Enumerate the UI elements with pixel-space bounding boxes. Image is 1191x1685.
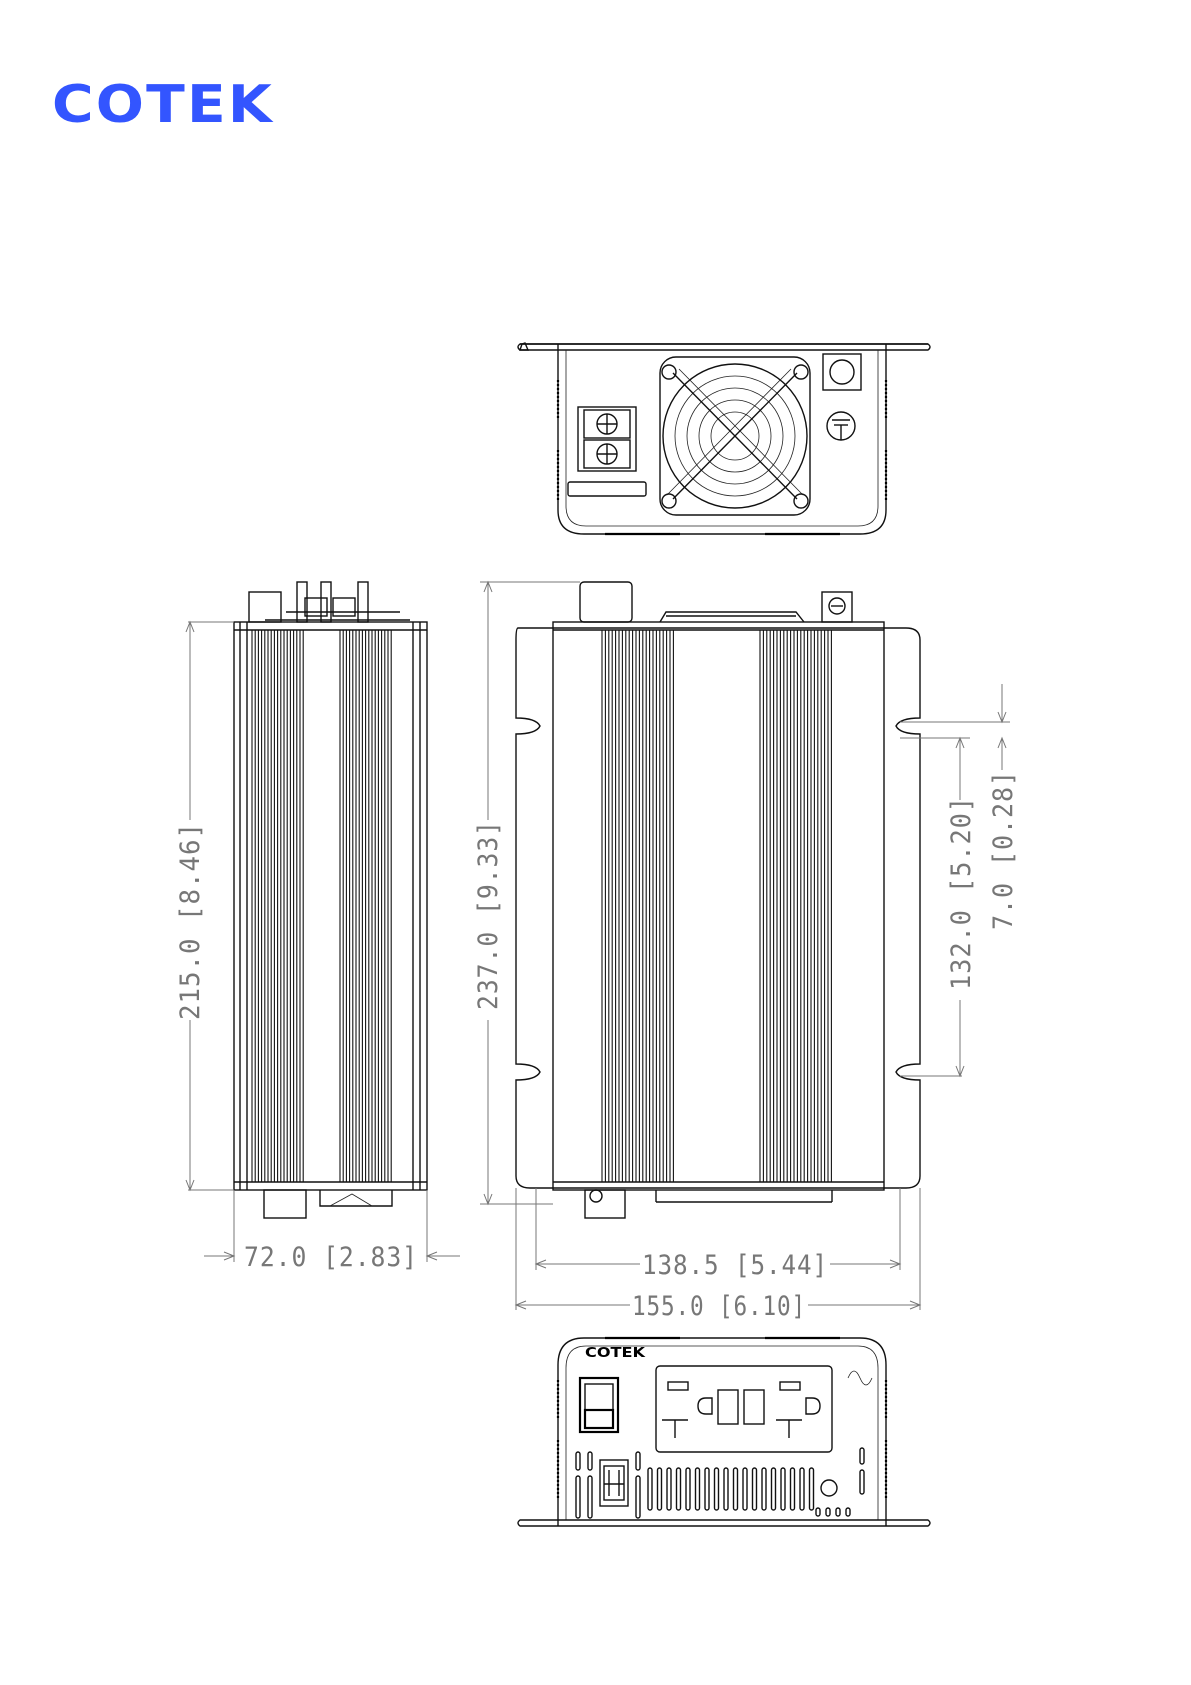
side-view [234,582,427,1218]
rear-view [518,343,930,534]
ac-outlet [656,1366,832,1452]
dim-mount-spacing: 132.0 [5.20] [946,796,977,990]
vent-slot [588,1476,592,1518]
vent-dot [816,1508,820,1516]
vent-slot [576,1476,580,1518]
front-panel-brand: COTEK [585,1346,646,1361]
top-fins [602,630,831,1182]
dim-top-height: 237.0 [9.33] [473,820,504,1010]
vent-slot [800,1468,804,1510]
vent-slot [762,1468,766,1510]
vent-slot [677,1468,681,1510]
vent-slot [588,1452,592,1470]
top-mount-flange [516,628,920,1188]
vent-slot [860,1448,864,1464]
sine-wave-icon [848,1371,872,1385]
dim-side-height: 215.0 [8.46] [175,822,206,1020]
vent-slot [658,1468,662,1510]
remote-port [823,354,861,390]
vent-dot [846,1508,850,1516]
vent-slot [791,1468,795,1510]
remote-connector [600,1460,628,1506]
front-view: COTEK [518,1338,930,1526]
vent-slot [696,1468,700,1510]
side-body [234,622,427,1190]
dim-overall-width: 155.0 [6.10] [632,1291,806,1322]
vent-slot [667,1468,671,1510]
vent-slot [686,1468,690,1510]
front-indicator [821,1480,837,1496]
vent-slot [636,1452,640,1470]
dimension-lines [186,582,1010,1310]
power-switch [580,1378,618,1432]
vent-slot [648,1468,652,1510]
vent-dot [826,1508,830,1516]
vent-dot [836,1508,840,1516]
vent-slot [781,1468,785,1510]
vent-slot [810,1468,814,1510]
dim-body-width: 138.5 [5.44] [642,1250,828,1281]
dim-side-width: 72.0 [2.83] [244,1242,418,1273]
vent-slot [724,1468,728,1510]
ground-terminal-icon [827,412,855,440]
vent-slot [576,1452,580,1470]
vent-slot [715,1468,719,1510]
fan-guard [660,357,810,515]
vent-slot [753,1468,757,1510]
top-body [553,622,884,1190]
side-fins [252,630,391,1182]
rear-label-plate [568,482,646,496]
vent-slot [772,1468,776,1510]
top-view [516,582,920,1218]
vent-slot [734,1468,738,1510]
vent-slot [860,1470,864,1494]
vent-slot [743,1468,747,1510]
vent-slot [705,1468,709,1510]
dc-terminal-block [578,407,636,471]
dim-slot-width: 7.0 [0.28] [988,770,1019,930]
vent-slot [636,1476,640,1518]
